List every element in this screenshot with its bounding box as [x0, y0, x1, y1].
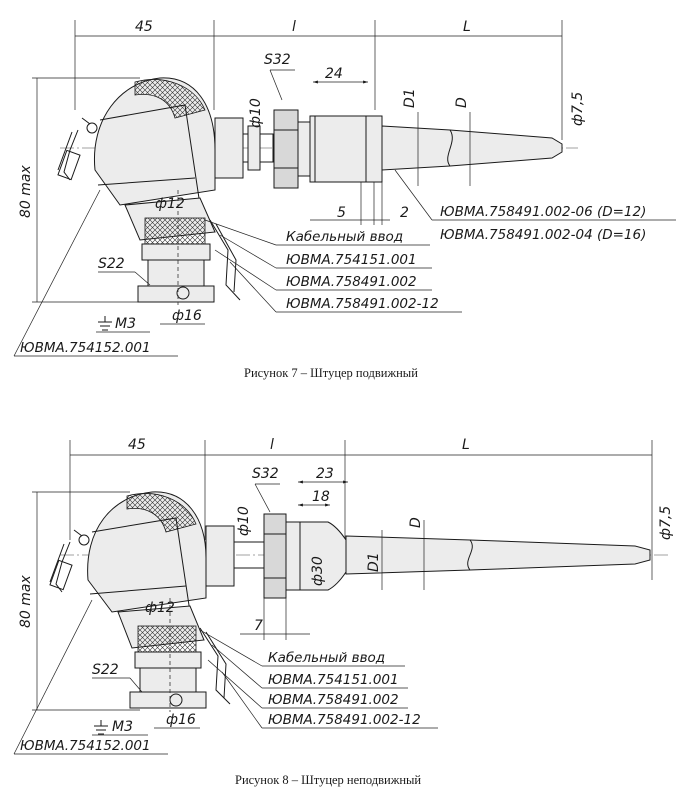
dim-d7-5: ф7,5 — [570, 92, 586, 126]
label-cable-entry: Кабельный ввод — [286, 229, 403, 245]
dim-7: 7 — [254, 618, 263, 634]
neck — [205, 525, 235, 587]
gland-nut-s22 — [129, 691, 207, 709]
dim-D1: D1 — [402, 88, 418, 108]
ground-clamp — [57, 117, 91, 181]
cable-clamp — [209, 219, 241, 301]
dim-45: 45 — [135, 19, 153, 35]
dim-23: 23 — [316, 466, 334, 482]
dim-D1: D1 — [366, 552, 382, 572]
head-mesh — [134, 79, 206, 119]
label-754151: ЮВМА.754151.001 — [268, 672, 399, 688]
dim-s32: S32 — [252, 466, 279, 482]
figure-7: 45 l L 80 max — [13, 19, 676, 380]
dim-L: L — [462, 437, 470, 453]
caption-figure-8: Рисунок 8 – Штуцер неподвижный — [235, 773, 421, 787]
head-mesh — [126, 493, 197, 533]
cable-entry-mesh — [144, 217, 206, 245]
dim-d16: ф16 — [166, 712, 196, 728]
neck — [214, 117, 244, 179]
figure-8: 45 l L 80 max 23 18 S32 ф10 ф30 D1 — [13, 437, 674, 787]
dim-m3: М3 — [112, 719, 133, 735]
dim-2: 2 — [400, 205, 409, 221]
dim-l: l — [292, 19, 296, 35]
dim-s22: S22 — [98, 256, 125, 272]
dim-d12: ф12 — [155, 196, 185, 212]
nut-s32 — [273, 109, 299, 189]
caption-figure-7: Рисунок 7 – Штуцер подвижный — [244, 366, 418, 380]
fitting-body — [309, 115, 383, 183]
ground-icon — [94, 720, 108, 735]
dim-s32: S32 — [264, 52, 291, 68]
sheath — [345, 535, 651, 575]
cable-gland — [139, 667, 197, 695]
gland-nut-s22 — [137, 285, 215, 303]
dim-d7-5: ф7,5 — [658, 506, 674, 540]
dim-l: l — [270, 437, 274, 453]
label-sheath-06: ЮВМА.758491.002-06 (D=12) — [440, 204, 646, 220]
label-758491: ЮВМА.758491.002 — [286, 274, 417, 290]
cable-clamp — [199, 627, 231, 705]
dim-45: 45 — [128, 437, 146, 453]
dim-d16: ф16 — [172, 308, 202, 324]
dim-L: L — [463, 19, 471, 35]
label-758491: ЮВМА.758491.002 — [268, 692, 399, 708]
cable-entry-mesh — [137, 625, 197, 653]
dim-18: 18 — [312, 489, 330, 505]
dim-s22: S22 — [92, 662, 119, 678]
label-758491-12: ЮВМА.758491.002-12 — [268, 712, 421, 728]
dim-d30: ф30 — [310, 556, 326, 586]
dim-80max: 80 max — [18, 575, 34, 628]
label-sheath-04: ЮВМА.758491.002-04 (D=16) — [440, 227, 646, 243]
dim-D: D — [454, 97, 470, 108]
cable-gland — [147, 259, 205, 289]
dim-d10: ф10 — [248, 98, 264, 128]
label-754152: ЮВМА.754152.001 — [20, 738, 151, 754]
dim-D: D — [408, 517, 424, 528]
dim-m3: М3 — [115, 316, 136, 332]
dim-24: 24 — [325, 66, 343, 82]
label-754151: ЮВМА.754151.001 — [286, 252, 417, 268]
label-754152: ЮВМА.754152.001 — [20, 340, 151, 356]
dim-d10: ф10 — [236, 506, 252, 536]
label-758491-12: ЮВМА.758491.002-12 — [286, 296, 439, 312]
ground-icon — [98, 316, 112, 331]
dim-d12: ф12 — [145, 600, 175, 616]
nut-s32 — [263, 513, 287, 599]
sheath — [381, 125, 563, 171]
label-cable-entry: Кабельный ввод — [268, 650, 385, 666]
dim-80max: 80 max — [18, 165, 34, 218]
dim-5: 5 — [337, 205, 346, 221]
